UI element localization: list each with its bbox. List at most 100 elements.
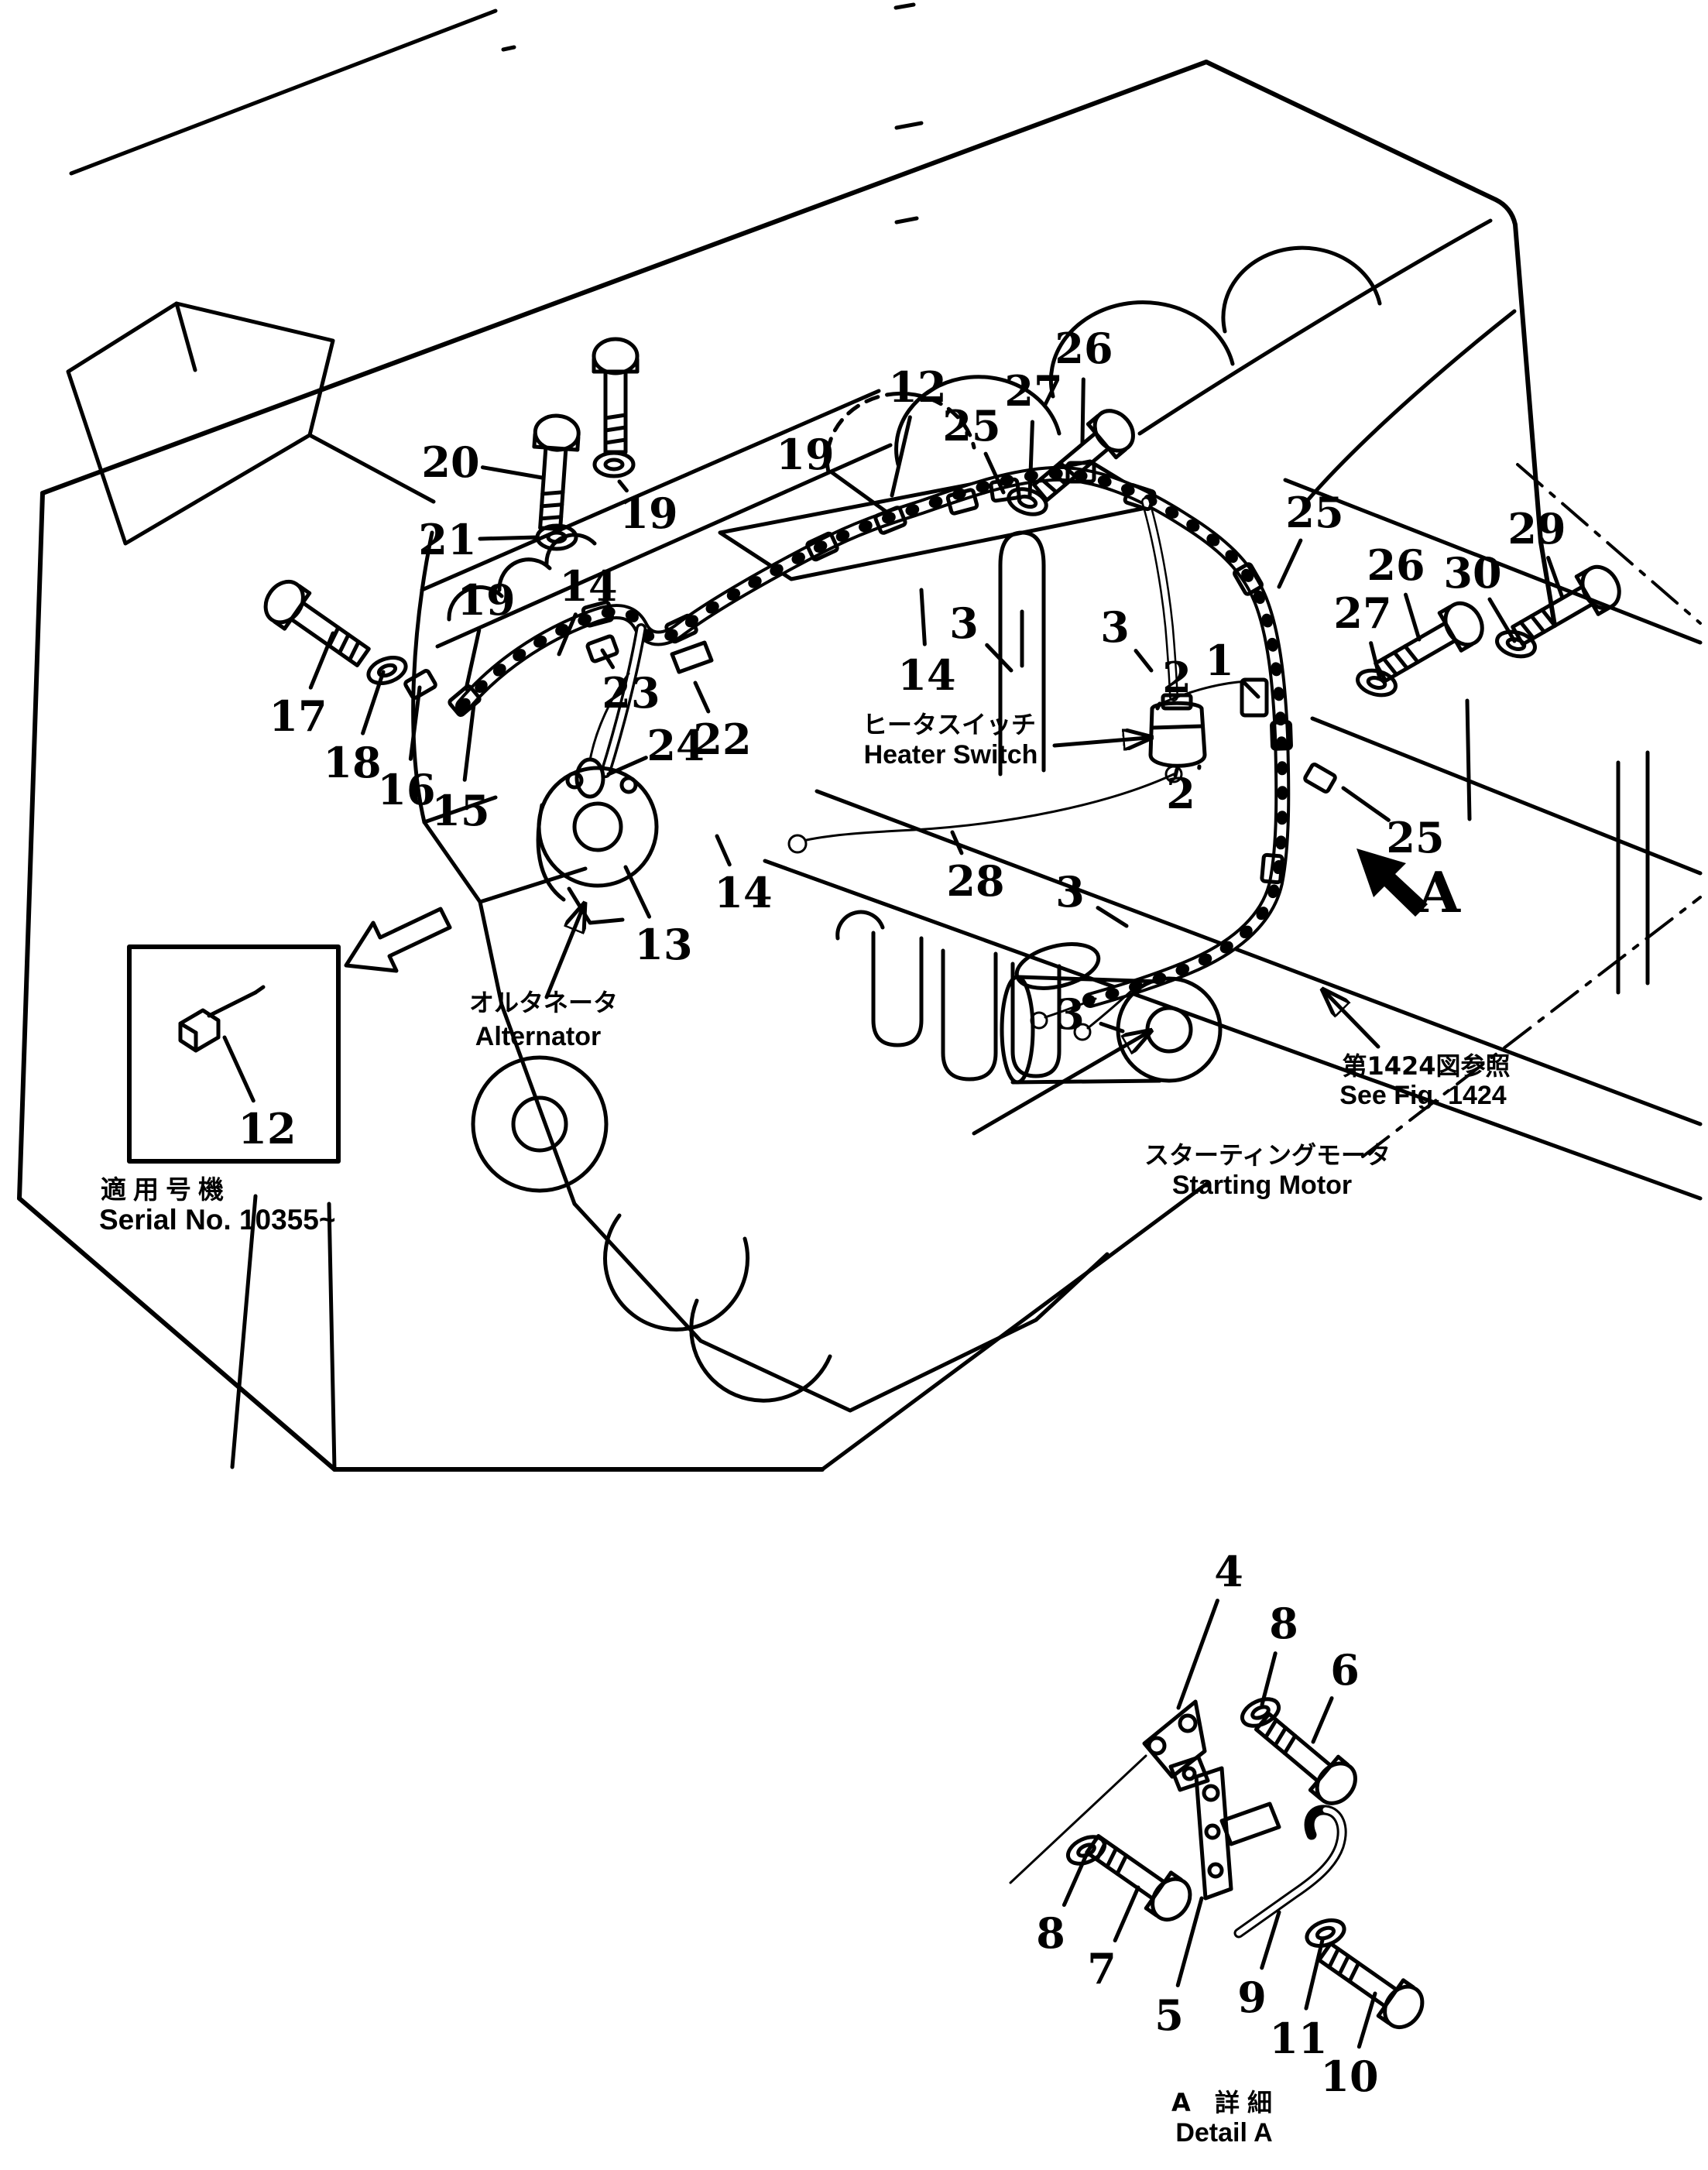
callout-16: 16 bbox=[377, 765, 435, 814]
callout-leader-29 bbox=[1546, 556, 1565, 600]
wiring-harness-segment bbox=[787, 834, 808, 854]
hood-outline-segment bbox=[307, 433, 436, 504]
callout-leader-13 bbox=[623, 865, 652, 919]
callout-22: 22 bbox=[693, 715, 751, 764]
callout-leader-18 bbox=[361, 670, 386, 735]
heater-switch-arrow bbox=[1052, 738, 1147, 746]
see-fig-label-jp: 第1424図参照 bbox=[1342, 1051, 1510, 1081]
wiring-harness-segment bbox=[1304, 763, 1336, 793]
callout-8: 8 bbox=[1269, 1599, 1298, 1648]
hood-outline-segment bbox=[1204, 60, 1557, 628]
frame-rails-segment bbox=[1361, 896, 1702, 1158]
text-annotations: ヒータスイッチ Heater Switch オルタネータ Alternator … bbox=[99, 710, 1511, 2148]
washer-icon bbox=[595, 453, 633, 476]
washer-icon-segment bbox=[595, 453, 633, 476]
callout-leader-11 bbox=[1304, 1938, 1325, 2011]
wiring-harness-segment bbox=[1143, 499, 1177, 700]
hood-outline-segment bbox=[69, 9, 498, 176]
callout-leader-14 bbox=[557, 612, 578, 656]
starting-motor-drawing-segment bbox=[1014, 942, 1101, 990]
engine-block-segment bbox=[420, 389, 881, 592]
engine-block-segment bbox=[689, 1298, 832, 1403]
engine-block-segment bbox=[1048, 300, 1235, 399]
wiring-harness-segment bbox=[588, 672, 630, 762]
engine-block-segment bbox=[478, 866, 588, 904]
detail-a-label-en: Detail A bbox=[1175, 2118, 1272, 2148]
callout-leader-17 bbox=[308, 631, 335, 690]
callout-leader-20 bbox=[480, 465, 544, 480]
bolt-icon-segment bbox=[1080, 1826, 1198, 1927]
callout-28: 28 bbox=[946, 856, 1004, 906]
engine-block-segment bbox=[422, 795, 498, 824]
starting-motor-label-en: Starting Motor bbox=[1172, 1171, 1352, 1200]
callout-25: 25 bbox=[942, 401, 1000, 451]
detail-a-drawing-segment bbox=[1178, 1713, 1198, 1733]
detail-a-drawing-segment bbox=[1147, 1736, 1167, 1756]
engine-block-segment bbox=[511, 1095, 568, 1153]
hood-outline-segment bbox=[66, 301, 335, 546]
callout-leader-3 bbox=[1096, 906, 1129, 928]
wiring-harness-segment bbox=[1044, 997, 1097, 1019]
heater-switch-drawing bbox=[1148, 693, 1207, 778]
callout-2: 2 bbox=[1166, 769, 1195, 818]
hood-outline-segment bbox=[174, 301, 197, 372]
callout-11: 11 bbox=[1269, 2014, 1327, 2063]
alternator-label-jp: オルタネータ bbox=[469, 988, 618, 1017]
starting-motor-drawing-segment bbox=[1016, 975, 1164, 984]
alternator-label-en: Alternator bbox=[475, 1022, 601, 1051]
callout-leader-21 bbox=[478, 535, 540, 541]
engine-block-segment bbox=[497, 557, 552, 592]
alternator-drawing-segment bbox=[619, 776, 638, 794]
view-a-arrow bbox=[1356, 848, 1428, 917]
hood-outline-segment bbox=[40, 60, 1209, 495]
callout-leader-9 bbox=[1260, 1910, 1281, 1970]
callout-6: 6 bbox=[1330, 1645, 1360, 1695]
callout-leader-8 bbox=[1061, 1853, 1089, 1908]
callout-26: 26 bbox=[1367, 540, 1425, 590]
callout-3: 3 bbox=[1055, 867, 1085, 917]
callout-leader-14 bbox=[715, 834, 732, 867]
callout-3: 3 bbox=[949, 598, 979, 648]
alternator-drawing-segment bbox=[565, 771, 584, 790]
hood-outline-segment bbox=[17, 1196, 337, 1472]
callout-21: 21 bbox=[418, 515, 476, 564]
callout-leader-16 bbox=[408, 685, 422, 761]
callout-24: 24 bbox=[647, 721, 705, 770]
inset-box-segment bbox=[178, 1021, 198, 1035]
callout-18: 18 bbox=[323, 738, 381, 787]
bolt-icon bbox=[1312, 1934, 1430, 2035]
callout-leader-19 bbox=[829, 470, 890, 515]
engine-block-segment bbox=[603, 1213, 750, 1332]
callout-leader-19 bbox=[464, 628, 482, 691]
callout-25: 25 bbox=[1285, 488, 1343, 537]
callout-12: 12 bbox=[238, 1104, 296, 1154]
hood-outline-segment bbox=[1137, 218, 1493, 436]
see-fig-label-en: See Fig. 1424 bbox=[1339, 1081, 1507, 1110]
callout-leader-3 bbox=[1134, 649, 1154, 673]
callout-leader-27 bbox=[1369, 641, 1382, 680]
callout-30: 30 bbox=[1443, 548, 1501, 598]
bolt-icon-segment bbox=[594, 339, 637, 452]
heater-switch-label-en: Heater Switch bbox=[864, 740, 1038, 770]
alternator-drawing-segment bbox=[572, 801, 623, 852]
starting-motor-arrow bbox=[972, 1033, 1147, 1136]
callout-26: 26 bbox=[1055, 324, 1113, 373]
callout-27: 27 bbox=[1333, 588, 1391, 638]
callout-leader-12 bbox=[890, 415, 912, 498]
callout-leader-22 bbox=[693, 680, 711, 714]
detail-a-drawing-segment bbox=[1204, 1823, 1221, 1840]
see-fig-arrow bbox=[1326, 992, 1380, 1049]
heater-switch-drawing-segment bbox=[1161, 693, 1193, 711]
bolt-icon-segment bbox=[258, 574, 376, 675]
callout-23: 23 bbox=[602, 668, 660, 718]
callout-25: 25 bbox=[1386, 813, 1444, 862]
wiring-harness-segment-segment bbox=[1304, 763, 1336, 793]
callout-leader-5 bbox=[1175, 1896, 1204, 1987]
engine-block-segment bbox=[941, 948, 998, 1082]
callout-20: 20 bbox=[421, 437, 479, 487]
wiring-harness-segment bbox=[670, 640, 714, 674]
callout-2: 2 bbox=[1162, 653, 1192, 702]
washer-icon-segment bbox=[1303, 1915, 1347, 1950]
